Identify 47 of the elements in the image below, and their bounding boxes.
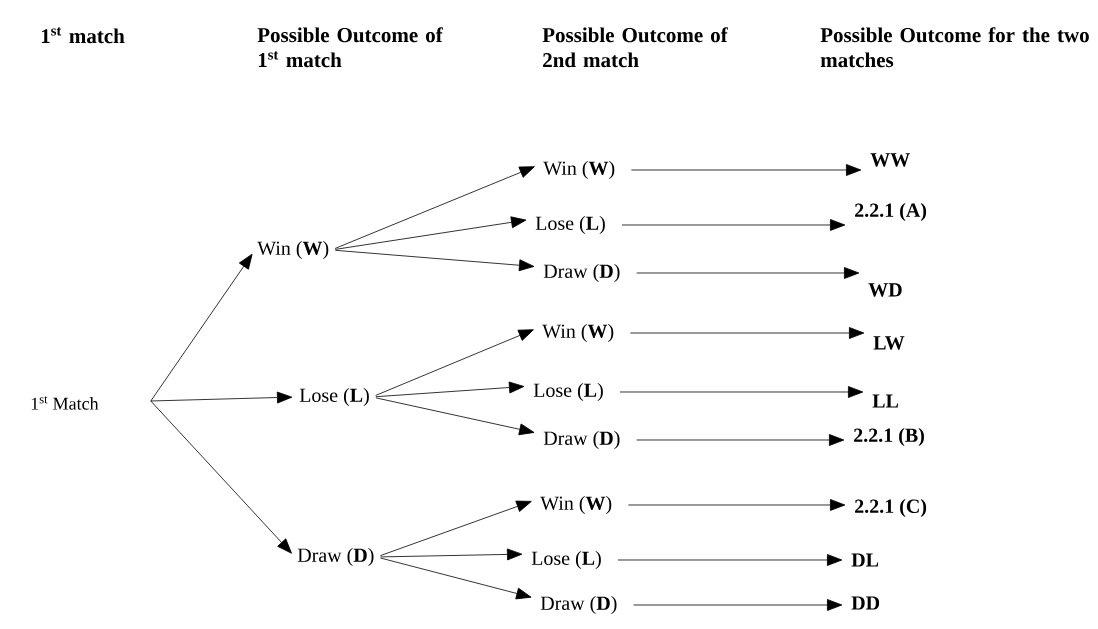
outcome-option: Lose (L) xyxy=(299,387,369,407)
outcome-label: DL xyxy=(851,553,879,567)
arrow xyxy=(380,548,523,561)
outcome-option: Lose (L) xyxy=(535,215,605,235)
outcome-option: Draw (D) xyxy=(540,595,617,615)
arrow xyxy=(375,397,535,436)
arrow xyxy=(627,499,846,511)
arrow xyxy=(379,500,532,557)
outcome-label: 2.2.1 (C) xyxy=(855,498,927,518)
outcome-label: 2.2.1 (B) xyxy=(854,427,924,447)
column-heading: 1$^{st}$ match xyxy=(41,27,125,44)
root-label: 1$^{st}$ Match xyxy=(31,396,99,410)
arrow xyxy=(150,391,293,404)
outcome-option: Win (W) xyxy=(542,323,614,343)
arrow xyxy=(334,216,527,250)
arrow xyxy=(633,599,843,611)
outcome-option: Draw (D) xyxy=(543,430,620,450)
arrow xyxy=(150,253,253,402)
outcome-option: Win (W) xyxy=(257,240,329,260)
arrow xyxy=(150,400,292,554)
arrow xyxy=(630,164,862,176)
arrow xyxy=(334,166,535,249)
outcome-label: LL xyxy=(872,394,899,408)
column-heading: Possible Outcome of 1$^{st}$ match xyxy=(257,27,443,68)
outcome-option: Lose (L) xyxy=(531,550,601,570)
arrow xyxy=(375,381,525,398)
arrow xyxy=(380,557,532,600)
arrow xyxy=(629,327,865,339)
outcome-label: 2.2.1 (A) xyxy=(855,202,927,222)
outcome-option: Win (W) xyxy=(540,495,612,515)
outcome-option: Draw (D) xyxy=(297,547,374,567)
outcome-option: Win (W) xyxy=(543,160,615,180)
outcome-option: Draw (D) xyxy=(543,263,620,283)
arrow xyxy=(636,267,860,279)
arrow xyxy=(617,554,843,566)
arrow xyxy=(621,219,846,231)
outcome-label: WD xyxy=(868,283,902,297)
arrow xyxy=(619,386,864,398)
column-heading: Possible Outcome of 2nd match xyxy=(542,27,728,68)
outcome-label: DD xyxy=(851,596,880,610)
column-heading: Possible Outcome for the two matches xyxy=(820,27,1089,68)
arrow xyxy=(334,249,535,272)
outcome-label: WW xyxy=(870,153,910,167)
arrow xyxy=(375,329,534,396)
outcome-label: LW xyxy=(873,336,905,350)
arrow xyxy=(636,434,845,446)
outcome-option: Lose (L) xyxy=(533,382,603,402)
